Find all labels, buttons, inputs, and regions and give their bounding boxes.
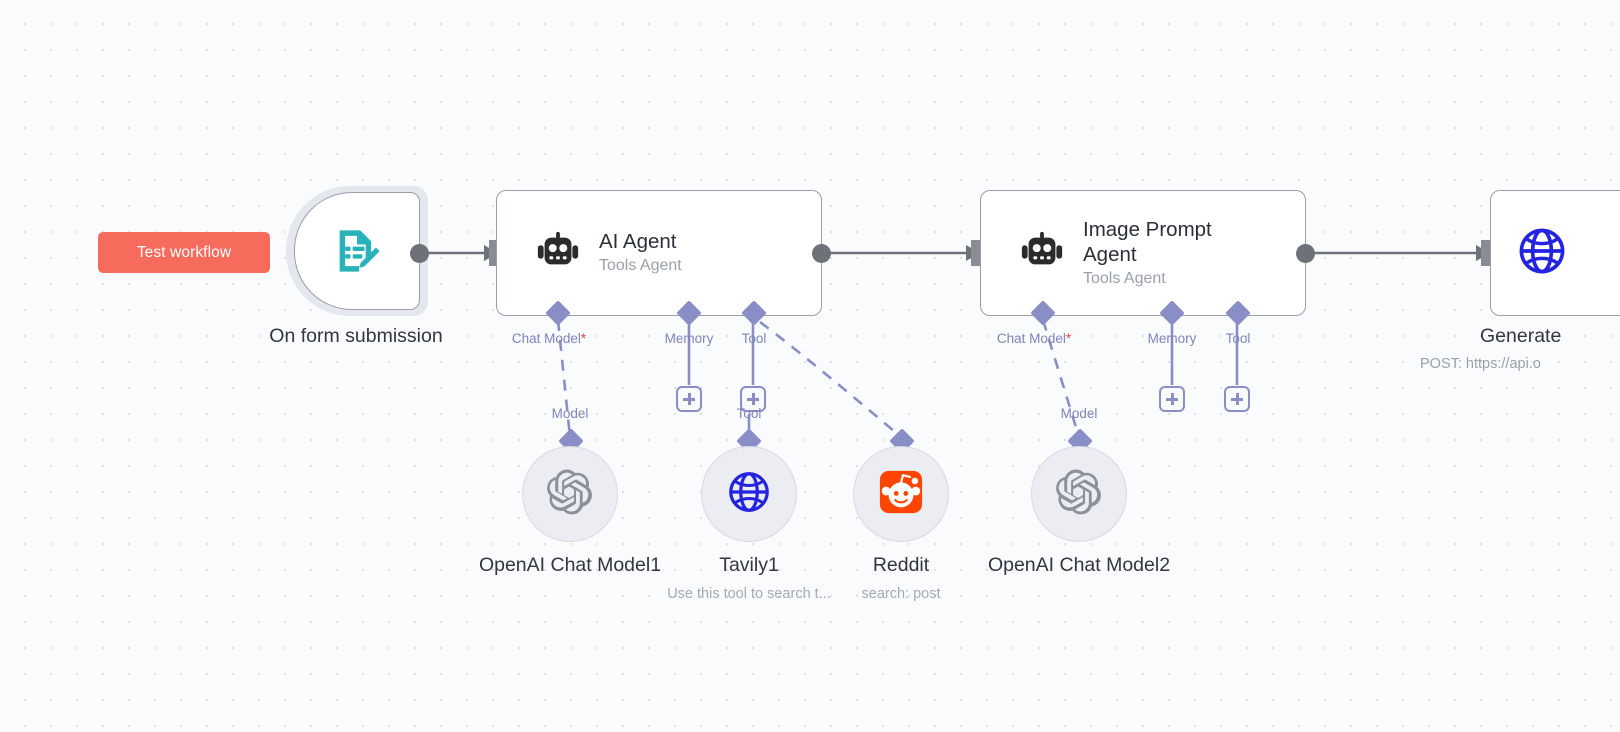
image-prompt-agent-text-block: Image Prompt Agent Tools Agent — [1083, 217, 1212, 290]
openai-icon — [1056, 469, 1102, 520]
node-label-on-form-submission: On form submission — [269, 325, 443, 347]
trigger-output-port[interactable] — [410, 244, 429, 263]
image-prompt-agent-title-line1: Image Prompt — [1083, 217, 1212, 241]
subnode-label-reddit: Reddit — [872, 554, 930, 576]
subnode-openai-chat-model1[interactable] — [522, 446, 618, 542]
globe-icon — [1516, 225, 1620, 282]
node-on-form-submission[interactable] — [286, 186, 428, 316]
openai-icon — [547, 469, 593, 520]
subnode-label-openai-chat-model2: OpenAI Chat Model2 — [987, 554, 1171, 576]
image-prompt-agent-subtitle: Tools Agent — [1083, 269, 1166, 287]
add-tool-button-image-prompt-agent[interactable] — [1224, 386, 1250, 412]
subnode-tavily1[interactable] — [701, 446, 797, 542]
image-prompt-agent-output-port[interactable] — [1296, 244, 1315, 263]
subnode-label-openai-chat-model1: OpenAI Chat Model1 — [478, 554, 662, 576]
subnode-openai-chat-model2[interactable] — [1031, 446, 1127, 542]
subnode-sublabel-tavily1: Use this tool to search t... — [667, 586, 831, 602]
ai-agent-title: AI Agent — [599, 230, 677, 254]
port-label-chat-model-ai-agent: Chat Model* — [511, 331, 587, 346]
add-tool-button-ai-agent[interactable] — [740, 386, 766, 412]
port-label-chat-model-image-prompt-agent: Chat Model* — [996, 331, 1072, 346]
subnode-reddit[interactable] — [853, 446, 949, 542]
edge-label-model-2: Model — [1060, 406, 1098, 421]
subnode-sublabel-reddit: search: post — [861, 586, 941, 602]
robot-icon — [497, 228, 599, 279]
port-label-memory-ai-agent: Memory — [664, 331, 714, 346]
form-edit-icon — [331, 225, 383, 277]
node-generate[interactable] — [1490, 190, 1620, 316]
robot-icon — [981, 228, 1083, 279]
ai-agent-text-block: AI Agent Tools Agent — [599, 229, 682, 277]
image-prompt-agent-title: Image Prompt Agent — [1083, 217, 1212, 267]
subnode-label-tavily1: Tavily1 — [719, 554, 779, 576]
node-image-prompt-agent[interactable]: Image Prompt Agent Tools Agent — [980, 190, 1306, 316]
node-sublabel-generate: POST: https://api.o — [1420, 356, 1541, 372]
trigger-node-body[interactable] — [294, 192, 420, 310]
add-memory-button-ai-agent[interactable] — [676, 386, 702, 412]
reddit-icon — [878, 469, 924, 520]
port-label-tool-ai-agent: Tool — [741, 331, 767, 346]
image-prompt-agent-title-line2: Agent — [1083, 242, 1137, 266]
test-workflow-button[interactable]: Test workflow — [98, 232, 270, 273]
edge-label-model-1: Model — [551, 406, 589, 421]
port-label-tool-image-prompt-agent: Tool — [1225, 331, 1251, 346]
edge-label-tool-1: Tool — [736, 406, 762, 421]
port-label-memory-image-prompt-agent: Memory — [1147, 331, 1197, 346]
globe-icon — [726, 469, 772, 520]
ai-agent-subtitle: Tools Agent — [599, 257, 682, 275]
node-label-generate: Generate — [1480, 325, 1562, 347]
node-ai-agent[interactable]: AI Agent Tools Agent — [496, 190, 822, 316]
add-memory-button-image-prompt-agent[interactable] — [1159, 386, 1185, 412]
ai-agent-output-port[interactable] — [812, 244, 831, 263]
